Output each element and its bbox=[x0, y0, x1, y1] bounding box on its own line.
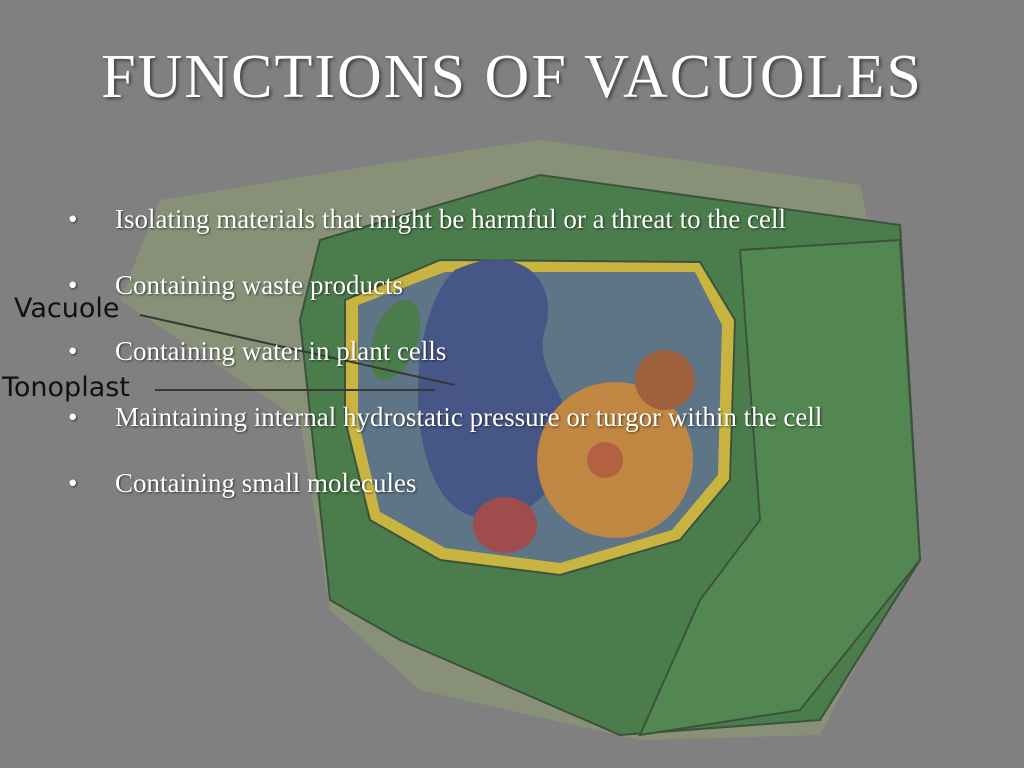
bullet-icon: • bbox=[68, 336, 78, 366]
bullet-item: • Containing water in plant cells bbox=[68, 330, 822, 396]
vacuole-pointer bbox=[139, 314, 456, 386]
bullet-text: Maintaining internal hydrostatic pressur… bbox=[115, 402, 823, 432]
bullet-icon: • bbox=[68, 204, 78, 234]
bullet-item: • Containing small molecules bbox=[68, 462, 822, 528]
bullet-text: Containing water in plant cells bbox=[115, 336, 447, 366]
bullet-icon: • bbox=[68, 270, 78, 300]
cell-side-wall bbox=[638, 238, 922, 737]
bullet-item: • Isolating materials that might be harmf… bbox=[68, 198, 822, 264]
er-blob bbox=[635, 350, 695, 410]
bullet-item: • Containing waste products bbox=[68, 264, 822, 330]
vacuole-shape bbox=[417, 259, 569, 519]
nucleolus bbox=[587, 442, 623, 478]
golgi bbox=[473, 497, 537, 553]
vacuole-label: Vacuole bbox=[14, 293, 120, 324]
bullet-text: Containing waste products bbox=[115, 270, 403, 300]
bullet-icon: • bbox=[68, 402, 78, 432]
bullet-item: • Maintaining internal hydrostatic pressu… bbox=[68, 396, 822, 462]
bullet-list: • Isolating materials that might be harmf… bbox=[68, 198, 822, 528]
bullet-text: Containing small molecules bbox=[115, 468, 417, 498]
bullet-icon: • bbox=[68, 468, 78, 498]
chloroplast bbox=[369, 299, 421, 381]
slide-title: FUNCTIONS OF VACUOLES bbox=[101, 43, 923, 111]
tonoplast-label: Tonoplast bbox=[2, 372, 130, 403]
bullet-text: Isolating materials that might be harmfu… bbox=[115, 204, 787, 234]
